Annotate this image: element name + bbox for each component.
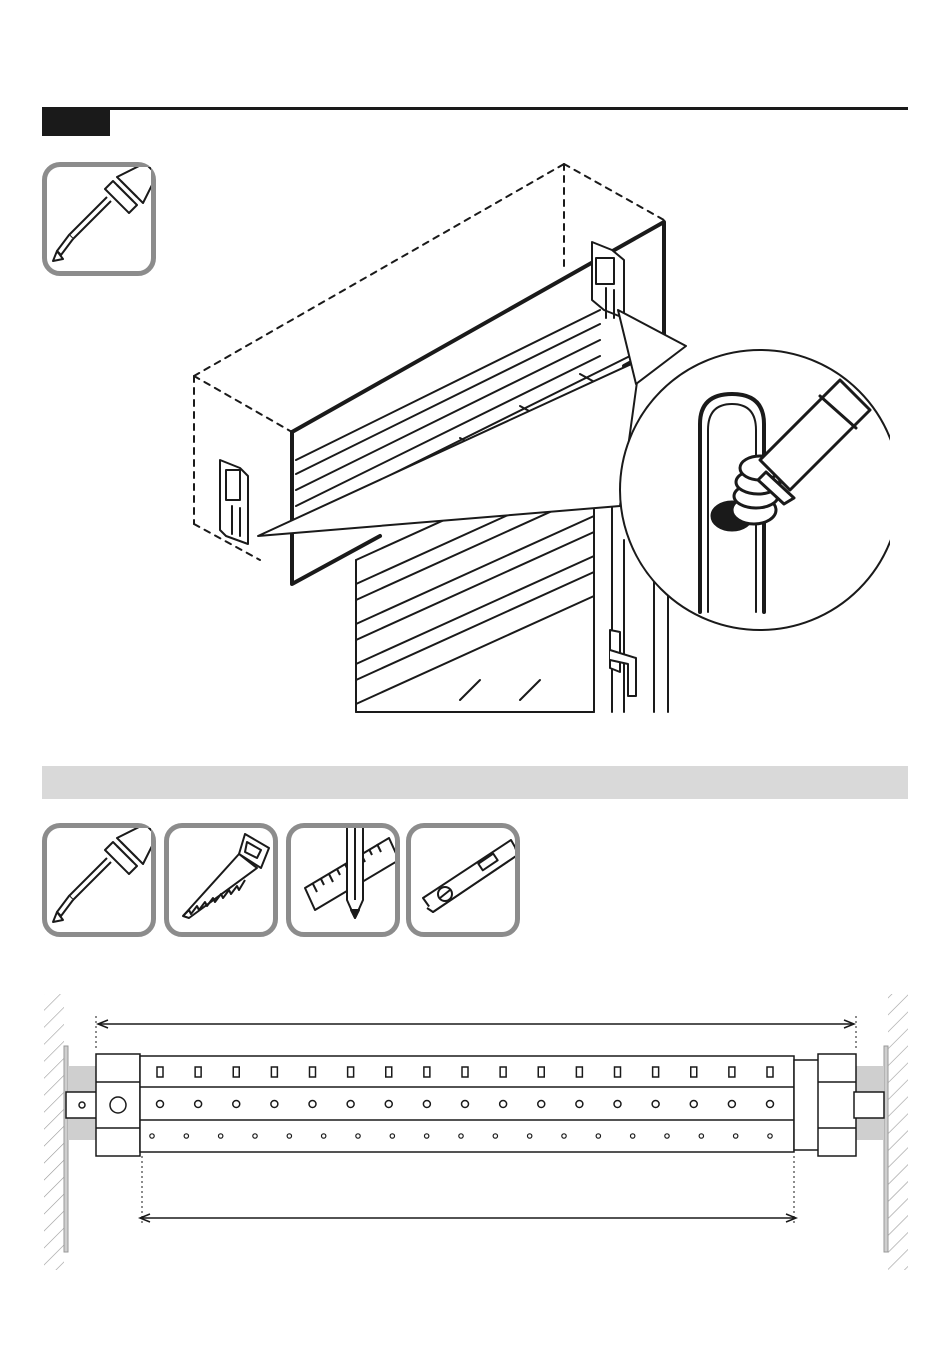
right-end-cap	[818, 1054, 856, 1156]
tool-box-ruler-pencil	[286, 823, 400, 937]
square-hole	[157, 1067, 163, 1077]
tool-box-saw	[164, 823, 278, 937]
tool-box-spirit-level	[406, 823, 520, 937]
small-hole	[150, 1134, 154, 1138]
round-hole	[309, 1101, 316, 1108]
square-hole	[767, 1067, 773, 1077]
small-hole	[733, 1134, 737, 1138]
round-hole	[233, 1101, 240, 1108]
left-wall	[44, 994, 68, 1270]
small-hole	[699, 1134, 703, 1138]
step-badge	[42, 109, 110, 136]
small-hole	[287, 1134, 291, 1138]
round-hole	[767, 1101, 774, 1108]
small-hole	[321, 1134, 325, 1138]
small-hole	[253, 1134, 257, 1138]
square-hole	[424, 1067, 430, 1077]
left-bracket	[220, 460, 248, 544]
small-hole	[562, 1134, 566, 1138]
small-hole	[424, 1134, 428, 1138]
square-hole	[310, 1067, 316, 1077]
square-hole	[538, 1067, 544, 1077]
round-hole	[423, 1101, 430, 1108]
small-hole	[527, 1134, 531, 1138]
screwdriver-icon	[47, 828, 151, 932]
square-hole	[462, 1067, 468, 1077]
round-hole	[462, 1101, 469, 1108]
saw-icon	[169, 828, 273, 932]
small-hole	[218, 1134, 222, 1138]
tool-box-screwdriver-2	[42, 823, 156, 937]
square-hole	[233, 1067, 239, 1077]
small-hole	[665, 1134, 669, 1138]
square-hole	[576, 1067, 582, 1077]
round-hole	[690, 1101, 697, 1108]
small-hole	[356, 1134, 360, 1138]
step-header-rule	[42, 107, 908, 110]
square-hole	[195, 1067, 201, 1077]
tube-measurement-diagram	[30, 990, 920, 1280]
total-length-dimension	[96, 1016, 856, 1050]
round-hole	[614, 1101, 621, 1108]
right-wall	[884, 994, 908, 1270]
screwdriver-icon	[47, 167, 151, 271]
right-pin-holder	[854, 1092, 884, 1118]
tool-box-screwdriver	[42, 162, 156, 276]
small-hole	[596, 1134, 600, 1138]
left-pin-holder	[66, 1092, 98, 1118]
section-bar	[42, 766, 908, 799]
small-hole	[184, 1134, 188, 1138]
right-bracket	[592, 242, 624, 318]
square-hole	[729, 1067, 735, 1077]
round-hole	[500, 1101, 507, 1108]
square-hole	[348, 1067, 354, 1077]
small-hole	[768, 1134, 772, 1138]
shutter-installation-illustration	[180, 160, 890, 720]
tube-length-dimension	[140, 1156, 796, 1226]
square-hole	[386, 1067, 392, 1077]
round-hole	[385, 1101, 392, 1108]
round-hole	[347, 1101, 354, 1108]
ruler-pencil-icon	[291, 828, 395, 932]
round-hole	[538, 1101, 545, 1108]
square-hole	[271, 1067, 277, 1077]
square-hole	[615, 1067, 621, 1077]
square-hole	[691, 1067, 697, 1077]
round-hole	[576, 1101, 583, 1108]
small-hole	[459, 1134, 463, 1138]
round-hole	[652, 1101, 659, 1108]
round-hole	[271, 1101, 278, 1108]
small-hole	[493, 1134, 497, 1138]
tube-extension	[794, 1060, 820, 1150]
square-hole	[653, 1067, 659, 1077]
round-hole	[195, 1101, 202, 1108]
square-hole	[500, 1067, 506, 1077]
round-hole	[157, 1101, 164, 1108]
small-hole	[630, 1134, 634, 1138]
spirit-level-icon	[411, 828, 515, 932]
round-hole	[728, 1101, 735, 1108]
small-hole	[390, 1134, 394, 1138]
